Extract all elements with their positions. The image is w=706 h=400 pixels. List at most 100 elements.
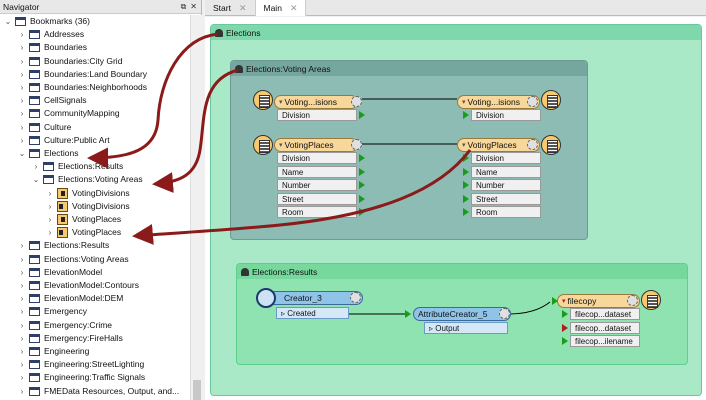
- chevron-right-icon[interactable]: ›: [20, 30, 24, 40]
- tree-item[interactable]: ›ElevationModel:DEM: [18, 292, 123, 305]
- chevron-right-icon[interactable]: ›: [48, 188, 52, 198]
- tree-item[interactable]: ›ElevationModel: [18, 266, 102, 279]
- chevron-right-icon[interactable]: ›: [20, 254, 24, 264]
- tree-item[interactable]: ›VotingDivisions: [46, 200, 130, 213]
- chevron-right-icon[interactable]: ›: [20, 320, 24, 330]
- chevron-right-icon[interactable]: ›: [20, 83, 24, 92]
- chevron-right-icon[interactable]: ›: [20, 96, 24, 106]
- chevron-right-icon[interactable]: ›: [20, 122, 24, 132]
- tree-item[interactable]: ›Elections:Results: [32, 160, 123, 173]
- attribute-port[interactable]: filecop...ilename: [570, 335, 640, 347]
- tree-item[interactable]: ›Culture: [18, 121, 71, 134]
- chevron-right-icon[interactable]: ›: [20, 69, 24, 79]
- gear-icon[interactable]: [499, 308, 510, 319]
- scrollbar-thumb[interactable]: [193, 380, 201, 400]
- port-arrow-icon[interactable]: [359, 208, 365, 216]
- tree-item[interactable]: ›Engineering: [18, 345, 89, 358]
- chevron-right-icon[interactable]: ›: [48, 215, 52, 224]
- input-port[interactable]: Division: [471, 109, 541, 121]
- chevron-down-icon[interactable]: ⌄: [32, 175, 40, 185]
- attribute-port[interactable]: Name: [277, 165, 357, 178]
- port-arrow-icon[interactable]: [359, 194, 365, 203]
- output-port[interactable]: ▹ Created: [276, 307, 349, 319]
- port-arrow-icon[interactable]: [562, 337, 568, 345]
- tree-item[interactable]: ›Elections:Results: [18, 239, 109, 252]
- port-arrow-icon[interactable]: [463, 194, 469, 203]
- port-arrow-icon[interactable]: [359, 167, 365, 176]
- close-icon[interactable]: ✕: [238, 3, 247, 13]
- tree-item[interactable]: ›Boundaries:City Grid: [18, 55, 122, 68]
- output-port[interactable]: ▹ Output: [424, 322, 508, 334]
- port-arrow-icon[interactable]: [463, 208, 469, 216]
- attribute-port[interactable]: Division: [277, 152, 357, 164]
- tree-item[interactable]: ›CellSignals: [18, 94, 87, 107]
- attribute-port[interactable]: Street: [471, 192, 541, 205]
- attribute-port[interactable]: Number: [277, 179, 357, 191]
- tree-item[interactable]: ›VotingDivisions: [46, 187, 130, 200]
- chevron-right-icon[interactable]: ›: [20, 386, 24, 396]
- tree-item[interactable]: ›CommunityMapping: [18, 107, 120, 120]
- chevron-right-icon[interactable]: ›: [20, 360, 24, 370]
- chevron-right-icon[interactable]: ›: [20, 281, 24, 290]
- tree-item[interactable]: ›Culture:Public Art: [18, 134, 110, 147]
- chevron-right-icon[interactable]: ›: [34, 162, 38, 172]
- navigator-scrollbar[interactable]: [190, 15, 202, 400]
- workspace-canvas[interactable]: Elections Elections:Voting Areas Electio…: [205, 17, 706, 400]
- gear-icon[interactable]: [351, 96, 362, 107]
- port-arrow-icon[interactable]: [405, 310, 411, 318]
- gear-icon[interactable]: [627, 295, 638, 306]
- port-arrow-icon[interactable]: [463, 154, 469, 162]
- gear-icon[interactable]: [527, 96, 538, 107]
- tree-item[interactable]: ›FMEData Resources, Output, and...: [18, 385, 179, 398]
- attribute-port[interactable]: filecop...dataset: [570, 321, 640, 334]
- reader-header-votingplaces[interactable]: ▾VotingPlaces: [274, 138, 358, 152]
- creator-header[interactable]: Creator_3: [259, 291, 363, 305]
- port-arrow-icon[interactable]: [359, 181, 365, 189]
- port-arrow-icon[interactable]: [562, 310, 568, 318]
- port-arrow-icon[interactable]: [463, 111, 469, 119]
- attribute-port[interactable]: Number: [471, 179, 541, 191]
- chevron-right-icon[interactable]: ›: [48, 228, 52, 238]
- float-icon[interactable]: ⧉: [180, 1, 187, 11]
- tree-item[interactable]: ›Emergency:Crime: [18, 319, 112, 332]
- port-arrow-icon[interactable]: [359, 154, 365, 162]
- tree-item[interactable]: ›Elections:Voting Areas: [18, 253, 129, 266]
- chevron-down-icon[interactable]: ⌄: [18, 149, 26, 158]
- filecopy-header[interactable]: ▾filecopy: [557, 294, 640, 308]
- port-arrow-icon[interactable]: [562, 323, 568, 332]
- tree-item[interactable]: ›ElevationModel:Contours: [18, 279, 139, 292]
- chevron-right-icon[interactable]: ›: [20, 267, 24, 277]
- port-arrow-icon[interactable]: [359, 111, 365, 119]
- tree-item[interactable]: ›Boundaries: [18, 41, 87, 54]
- writer-header-votingdivisions[interactable]: ▾Voting...isions: [457, 95, 540, 109]
- chevron-right-icon[interactable]: ›: [20, 373, 24, 383]
- attribute-port[interactable]: Room: [277, 206, 357, 218]
- connection-line[interactable]: [507, 301, 551, 315]
- attribute-port[interactable]: Name: [471, 165, 541, 178]
- tree-item[interactable]: ›Boundaries:Land Boundary: [18, 68, 147, 81]
- attribute-port[interactable]: Room: [471, 206, 541, 218]
- port-arrow-icon[interactable]: [552, 297, 558, 305]
- writer-header-votingplaces[interactable]: ▾VotingPlaces: [457, 138, 540, 152]
- tree-item[interactable]: ⌄Elections: [18, 147, 79, 160]
- chevron-down-icon[interactable]: ⌄: [4, 17, 12, 26]
- close-icon[interactable]: ✕: [289, 2, 298, 13]
- tree-item[interactable]: ›Addresses: [18, 28, 84, 41]
- close-icon[interactable]: ✕: [190, 1, 197, 11]
- gear-icon[interactable]: [527, 139, 538, 150]
- chevron-right-icon[interactable]: ›: [20, 109, 24, 119]
- chevron-right-icon[interactable]: ›: [20, 43, 24, 53]
- gear-icon[interactable]: [350, 292, 361, 303]
- chevron-right-icon[interactable]: ›: [20, 241, 24, 251]
- chevron-right-icon[interactable]: ›: [20, 294, 24, 304]
- attribute-port[interactable]: Division: [471, 152, 541, 164]
- chevron-right-icon[interactable]: ›: [20, 347, 24, 356]
- tree-item[interactable]: ›Engineering:Traffic Signals: [18, 371, 145, 384]
- tree-item[interactable]: ⌄Elections:Voting Areas: [32, 173, 143, 186]
- tree-item[interactable]: ›Boundaries:Neighborhoods: [18, 81, 147, 94]
- tree-item[interactable]: ›Engineering:StreetLighting: [18, 358, 144, 371]
- attribute-port[interactable]: filecop...dataset: [570, 308, 640, 320]
- tree-item[interactable]: ›VotingPlaces: [46, 226, 121, 239]
- chevron-right-icon[interactable]: ›: [48, 201, 52, 211]
- tab-main[interactable]: Main✕: [255, 0, 307, 16]
